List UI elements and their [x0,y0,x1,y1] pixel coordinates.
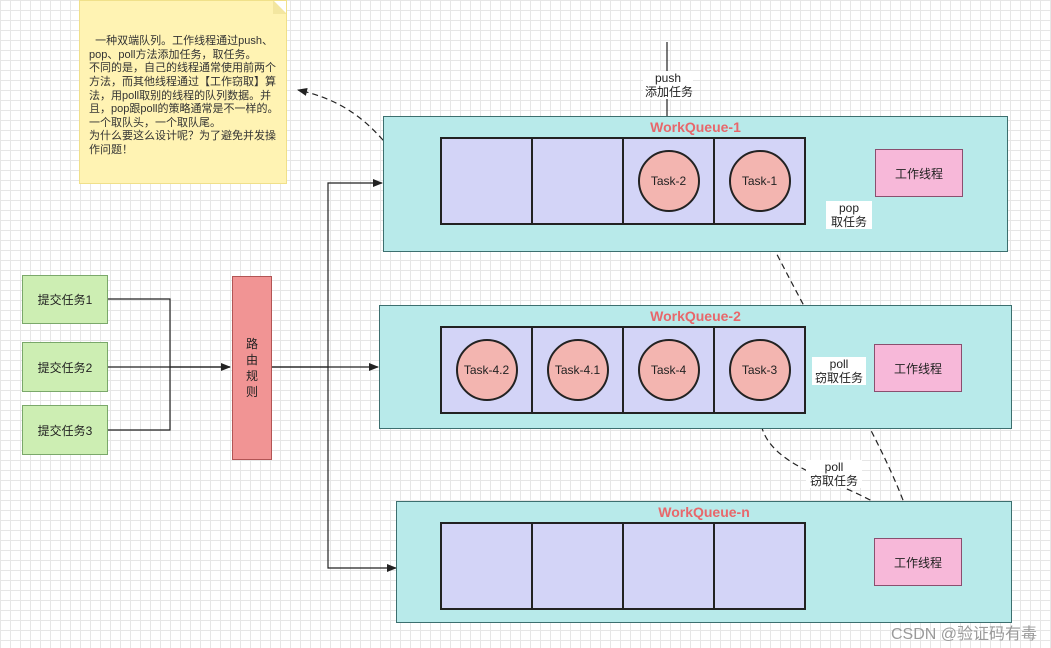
pop-label: pop 取任务 [826,201,872,229]
task-node: Task-4.1 [546,339,609,401]
workqueue-n-slots [440,522,806,610]
queue-slot [442,139,533,223]
worker-thread-1: 工作线程 [875,149,963,197]
worker-thread-2: 工作线程 [874,344,962,392]
workqueue-2-title: WorkQueue-2 [650,308,741,324]
poll-label-1: poll 窃取任务 [812,357,866,385]
task-node: Task-1 [728,150,791,212]
workqueue-1: WorkQueue-1 Task-2 Task-1 工作线程 [383,116,1008,252]
submit3-line [108,367,171,431]
queue-slot: Task-4.1 [533,328,624,412]
workqueue-1-slots: Task-2 Task-1 [440,137,806,225]
queue-slot: Task-3 [715,328,804,412]
note-fold-corner [273,1,286,14]
queue-slot [715,524,804,608]
task-node: Task-3 [728,339,791,401]
watermark: CSDN @验证码有毒 [890,626,1037,643]
sticky-note: 一种双端队列。工作线程通过push、pop、poll方法添加任务，取任务。 不同… [79,0,287,184]
queue-slot [442,524,533,608]
router-to-wqn [327,367,397,572]
note-text: 一种双端队列。工作线程通过push、pop、poll方法添加任务，取任务。 不同… [89,35,279,156]
workqueue-1-title: WorkQueue-1 [650,119,741,135]
queue-slot: Task-2 [624,139,715,223]
router-to-wq1 [272,179,383,368]
queue-slot [533,524,624,608]
queue-slot: Task-4.2 [442,328,533,412]
routing-rule-label: 路由规则 [245,337,258,399]
submit-task-3: 提交任务3 [22,405,108,455]
queue-slot: Task-1 [715,139,804,223]
queue-slot: Task-4 [624,328,715,412]
task-node: Task-2 [637,150,700,212]
routing-rule: 路由规则 [232,276,272,460]
workqueue-2: WorkQueue-2 Task-4.2 Task-4.1 Task-4 Tas… [379,305,1012,429]
queue-slot [533,139,624,223]
poll-label-2: poll 窃取任务 [806,460,862,488]
submit1-line [108,298,231,371]
workqueue-n: WorkQueue-n 工作线程 [396,501,1012,623]
push-label: push 添加任务 [643,71,694,99]
workqueue-2-slots: Task-4.2 Task-4.1 Task-4 Task-3 [440,326,806,414]
task-node: Task-4 [637,339,700,401]
queue-slot [624,524,715,608]
submit-task-1: 提交任务1 [22,275,108,324]
worker-thread-n: 工作线程 [874,538,962,586]
task-node: Task-4.2 [455,339,518,401]
submit-task-2: 提交任务2 [22,342,108,392]
workqueue-n-title: WorkQueue-n [658,504,750,520]
